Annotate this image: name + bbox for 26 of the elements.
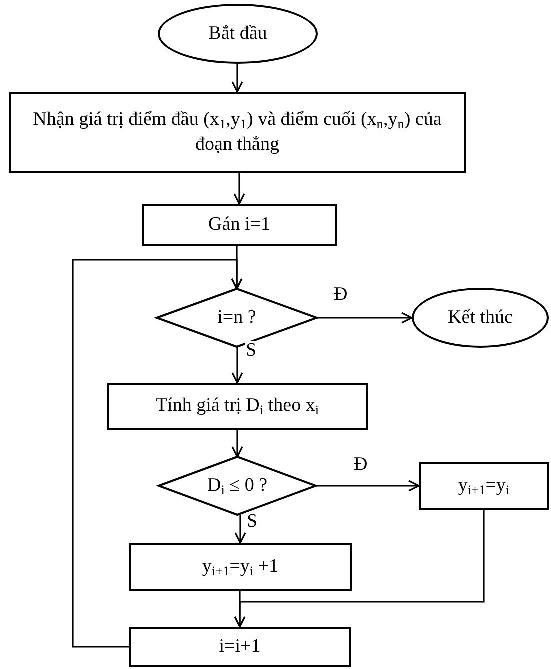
decision-diamond: [159, 457, 316, 515]
process-box: [129, 627, 351, 667]
arrow: [317, 312, 413, 324]
process-box: [142, 204, 337, 246]
node-text: i=n ?: [218, 306, 256, 330]
arrow: [234, 510, 485, 628]
node-text: D$_{i}$ ≤ 0 ?: [207, 474, 268, 498]
node-text: Kết thúc: [448, 306, 513, 330]
process-box: [419, 462, 549, 510]
arrow: [232, 430, 244, 458]
node-text: y$_{i+1}$=y$_{i}$ +1: [202, 554, 279, 580]
arrow: [232, 64, 244, 93]
arrow: [234, 515, 246, 544]
process-box: [107, 383, 368, 430]
arrow: [316, 480, 420, 492]
arrow: [72, 259, 243, 648]
node-text: Tính giá trị D$_{i}$ theo x$_{i}$: [156, 394, 320, 419]
arrow: [232, 347, 244, 384]
arrow: [234, 173, 246, 205]
node-text: i=i+1: [219, 634, 261, 659]
process-box: [129, 543, 352, 591]
node-text: Bắt đầu: [208, 22, 268, 46]
node-text: Nhận giá trị điểm đầu (x$_{1}$,y$_{1}$) và điểm cuối (x$_{n}$,y$_{n}$) của đoạn thẳng: [32, 108, 443, 156]
node-text: Gán i=1: [208, 212, 270, 237]
node-text: y$_{i+1}$=y$_{i}$: [458, 474, 510, 498]
process-box: [9, 92, 466, 173]
